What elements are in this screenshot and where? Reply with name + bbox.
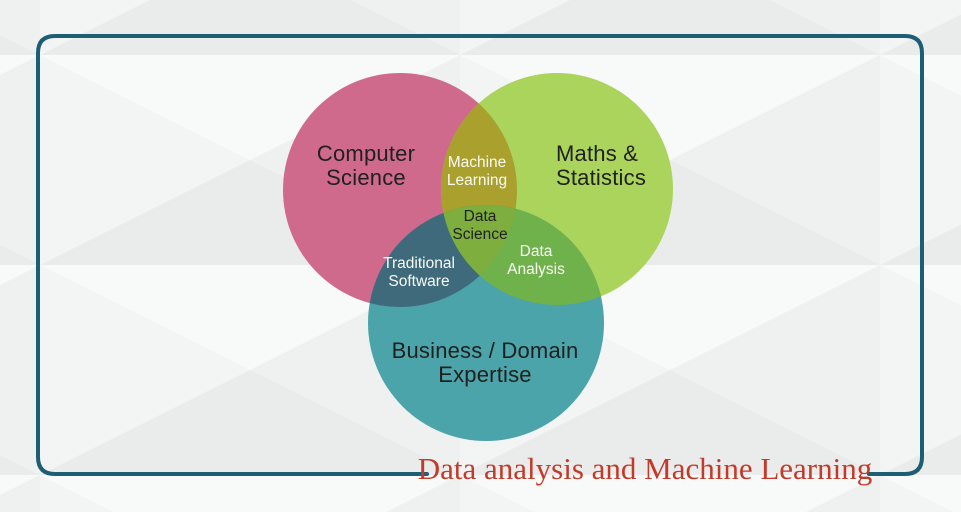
- card-border: [36, 34, 924, 476]
- data-analysis-region: [441, 205, 604, 305]
- traditional-software-region: [368, 205, 517, 307]
